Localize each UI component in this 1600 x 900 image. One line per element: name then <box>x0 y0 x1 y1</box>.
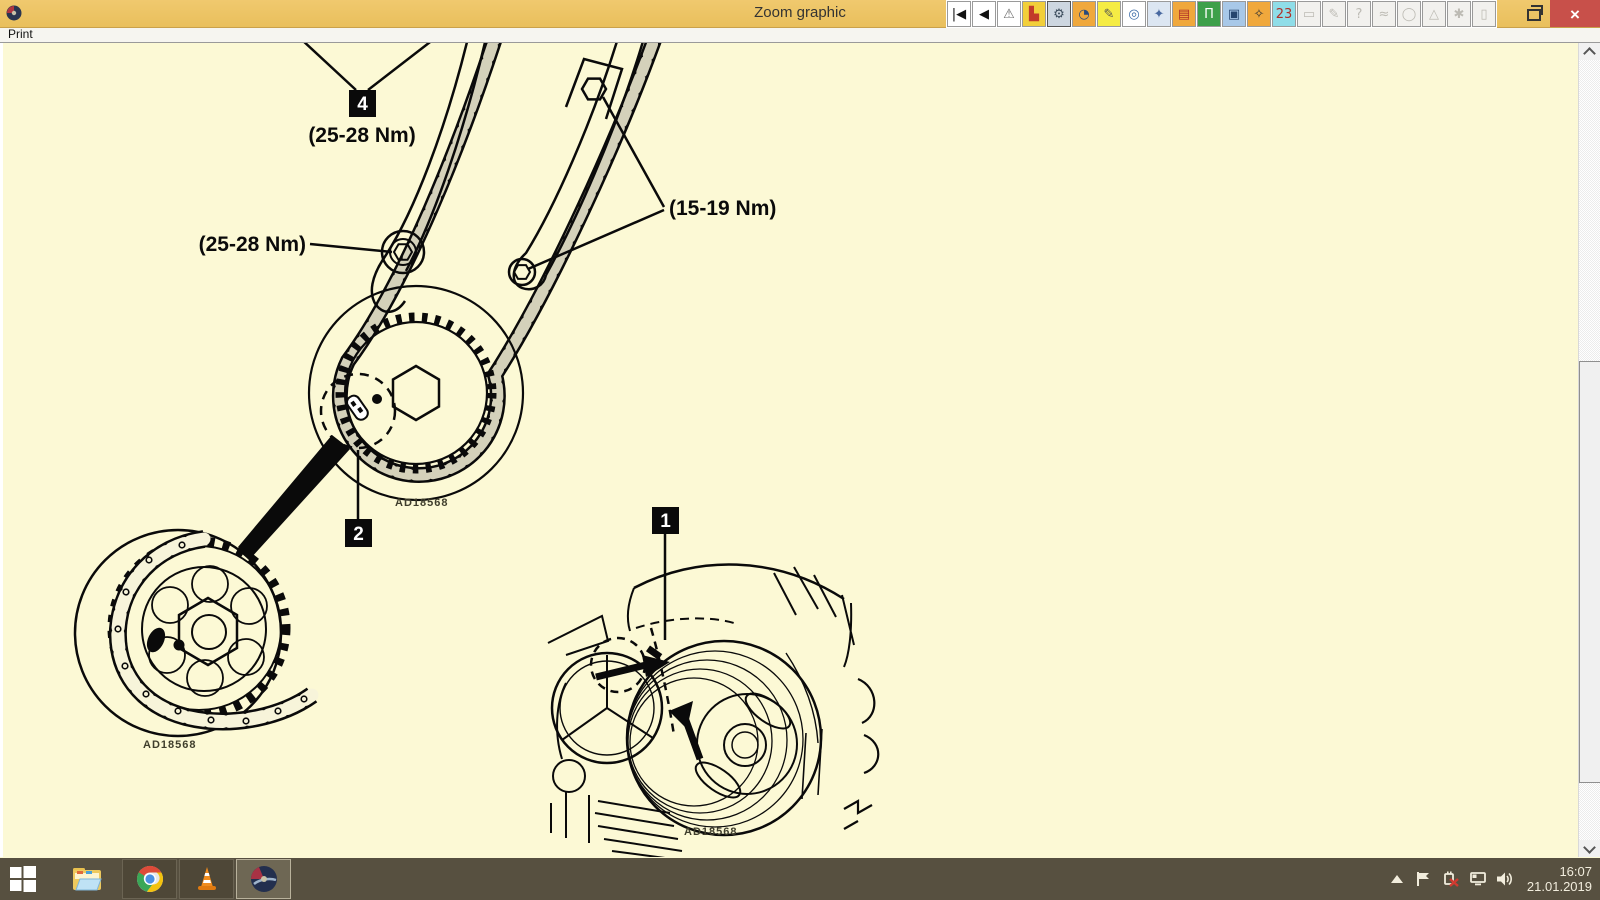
chevron-up-icon <box>1583 47 1596 60</box>
torque-label-left: (25-28 Nm) <box>199 233 306 256</box>
window-controls: × <box>1516 0 1600 27</box>
hazard-triangle-icon[interactable]: △ <box>1421 0 1447 28</box>
crank-sprocket-detail <box>73 528 319 738</box>
scroll-down-button[interactable] <box>1579 840 1600 857</box>
chrome-icon <box>136 865 163 892</box>
device-disconnected-icon[interactable] <box>1442 870 1460 888</box>
key-fob-icon[interactable]: ✧ <box>1246 0 1272 28</box>
engine-icon[interactable]: ✱ <box>1446 0 1472 28</box>
autodata-disc-icon <box>250 866 277 892</box>
warning-icon[interactable]: ⚠ <box>996 0 1022 28</box>
torque-label-right: (15-19 Nm) <box>669 197 776 220</box>
gauge-icon[interactable]: ◯ <box>1396 0 1422 28</box>
window-title: Zoom graphic <box>754 4 846 21</box>
timing-arrows <box>595 655 704 761</box>
file-explorer-button[interactable] <box>64 858 110 900</box>
vehicle-lift-icon[interactable]: Π <box>1196 0 1222 28</box>
callout-1: 1 <box>652 507 679 640</box>
repair-tools-icon[interactable]: ⚙ <box>1046 0 1072 28</box>
vertical-scrollbar[interactable] <box>1578 43 1600 857</box>
camshaft-sprocket <box>307 284 525 502</box>
timing-chain-diagram: AD18568 4 (25-28 Nm) (25-28 Nm) (15-19 N… <box>73 43 880 857</box>
scrollbar-thumb[interactable] <box>1579 361 1600 783</box>
door-frame-icon[interactable]: ▯ <box>1471 0 1497 28</box>
leader-line-left <box>309 242 393 254</box>
graphic-canvas: AD18568 4 (25-28 Nm) (25-28 Nm) (15-19 N… <box>0 43 1600 857</box>
back-icon[interactable]: ◀ <box>971 0 997 28</box>
restore-icon <box>1531 5 1543 15</box>
autodata-button[interactable] <box>236 859 291 899</box>
show-hidden-icons-button[interactable] <box>1388 870 1406 888</box>
vlc-cone-icon <box>197 867 216 890</box>
chain-guide-right <box>507 43 644 291</box>
car-outline-icon[interactable]: ▭ <box>1296 0 1322 28</box>
timing-mark-highlight <box>319 372 397 450</box>
svg-text:1: 1 <box>660 511 671 532</box>
notes-icon[interactable]: ✎ <box>1321 0 1347 28</box>
torque-label-4: (25-28 Nm) <box>308 124 415 147</box>
menu-item-print[interactable]: Print <box>8 27 33 41</box>
taskbar <box>0 858 1600 900</box>
epb-car-icon[interactable]: ▣ <box>1221 0 1247 28</box>
timing-chain <box>331 43 662 483</box>
menu-bar <box>0 28 1600 43</box>
start-button[interactable] <box>0 858 46 900</box>
bodywork-icon[interactable]: ▤ <box>1171 0 1197 28</box>
adjustments-pen-icon[interactable]: ✎ <box>1096 0 1122 28</box>
callout-4: 4 <box>303 43 431 117</box>
numbers-car-icon[interactable]: 23 <box>1271 0 1297 28</box>
action-center-flag-icon[interactable] <box>1415 870 1433 888</box>
chain-guide-left <box>370 43 487 313</box>
clock-time: 16:07 <box>1559 864 1592 879</box>
components-icon[interactable]: ✦ <box>1146 0 1172 28</box>
help-icon[interactable]: ? <box>1346 0 1372 28</box>
chrome-button[interactable] <box>122 859 177 899</box>
vlc-button[interactable] <box>179 859 234 899</box>
ref-label-crank: AD18568 <box>143 739 196 751</box>
volume-icon[interactable] <box>1496 870 1514 888</box>
system-tray: 16:07 21.01.2019 <box>1388 858 1596 900</box>
taskbar-clock[interactable]: 16:07 21.01.2019 <box>1527 864 1592 894</box>
ref-label-cam: AD18568 <box>395 497 448 509</box>
vehicle-dashboard-icon[interactable]: ▙ <box>1021 0 1047 28</box>
wheel-icon[interactable]: ◎ <box>1121 0 1147 28</box>
restore-window-button[interactable] <box>1516 0 1550 27</box>
chevron-down-icon <box>1583 841 1596 854</box>
callout-2: 2 <box>345 450 372 547</box>
svg-text:4: 4 <box>357 94 368 115</box>
chevron-up-icon <box>1390 875 1403 883</box>
scroll-up-button[interactable] <box>1579 43 1600 60</box>
toolbar: |◀ ◀ ⚠ ▙ ⚙ ◔ ✎ ◎ ✦ ▤ Π ▣ ✧ 23 ▭ ✎ <box>946 0 1497 28</box>
service-globe-icon[interactable]: ◔ <box>1071 0 1097 28</box>
leader-lines-right <box>527 96 666 271</box>
network-display-icon[interactable] <box>1469 870 1487 888</box>
folder-icon <box>73 868 102 891</box>
title-bar: Zoom graphic |◀ ◀ ⚠ ▙ ⚙ ◔ ✎ ◎ ✦ ▤ Π ▣ ✧ <box>0 0 1600 28</box>
crank-pulley-view: 1 <box>547 507 880 857</box>
ref-label-pulley: AD18568 <box>684 826 737 838</box>
clock-date: 21.01.2019 <box>1526 879 1592 894</box>
close-button[interactable]: × <box>1550 0 1600 27</box>
windows-logo-icon <box>10 866 36 892</box>
svg-text:2: 2 <box>353 524 364 545</box>
app-disc-icon <box>6 5 22 21</box>
zoom-wedge <box>238 435 350 559</box>
exhaust-icon[interactable]: ≈ <box>1371 0 1397 28</box>
first-page-icon[interactable]: |◀ <box>946 0 972 28</box>
